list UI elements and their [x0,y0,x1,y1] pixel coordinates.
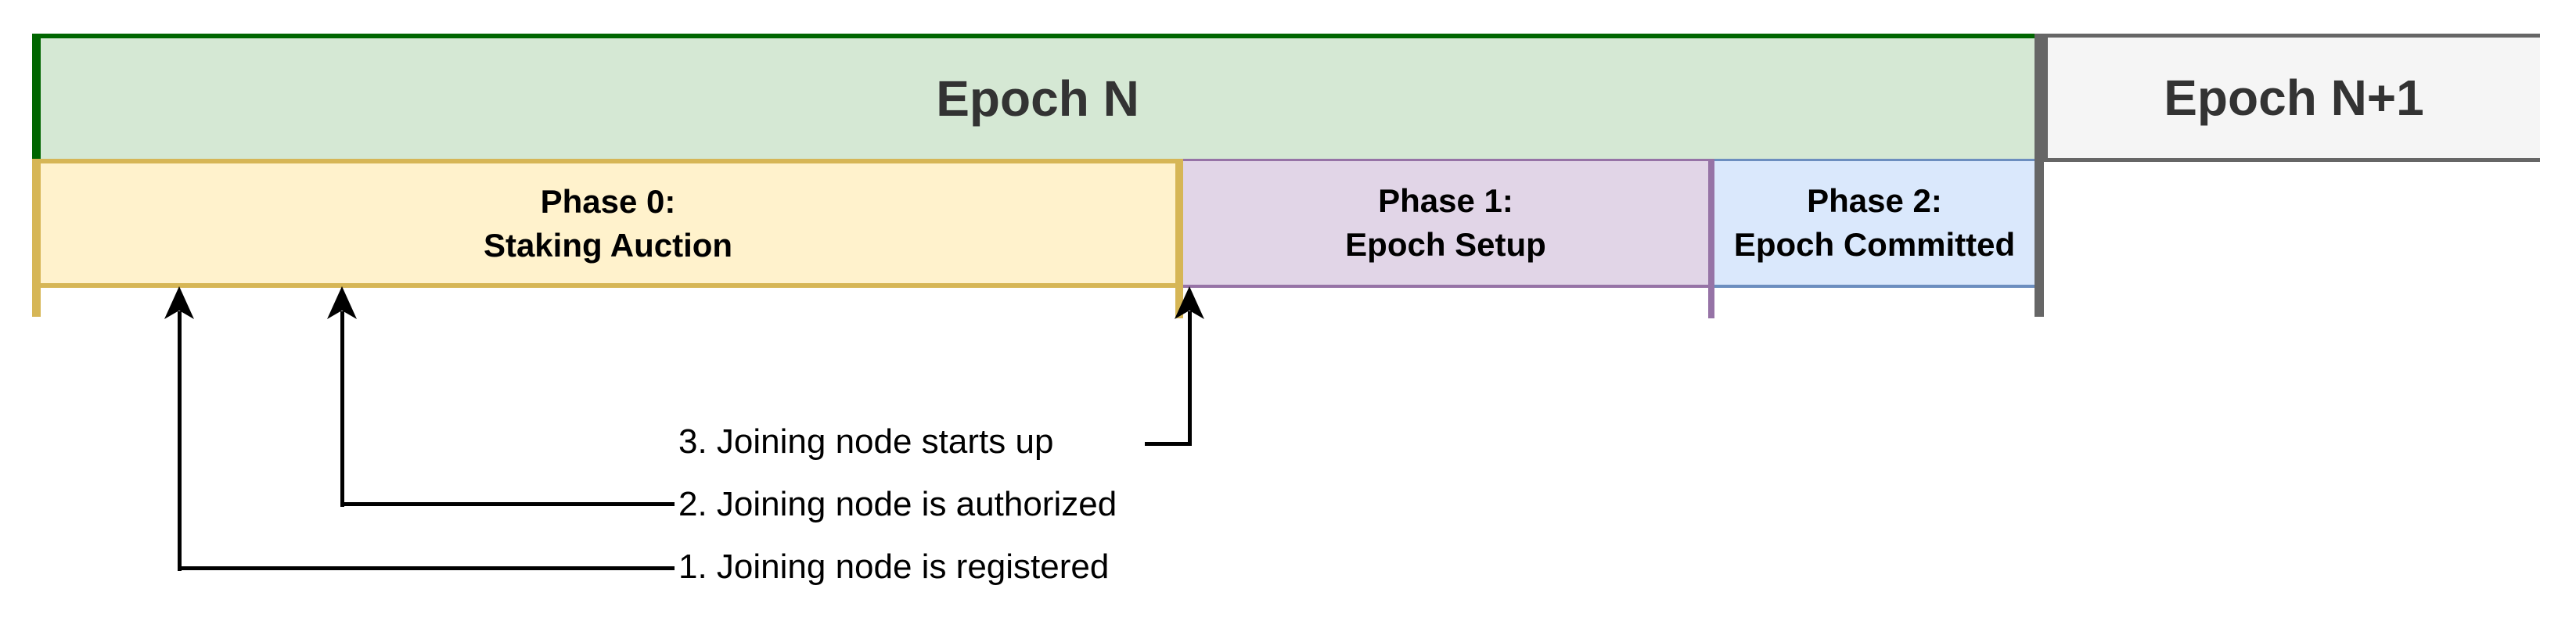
timeline-tick-phase0-end [1175,159,1183,318]
arrow-2-vertical-line [340,311,344,507]
phase-2-label-line2: Epoch Committed [1733,226,2016,263]
phase-1-label-line1: Phase 1: [1378,182,1513,219]
annotation-label-2: 2. Joining node is authorized [678,485,1117,523]
timeline-tick-epoch-start [32,159,41,317]
arrow-up-icon [164,286,194,319]
epoch-boundary-divider [2035,34,2044,317]
epoch-n-label: Epoch N [936,70,1139,127]
arrow-1-horizontal-line [178,566,675,570]
phase-2-bar: Phase 2: Epoch Committed [1714,159,2035,288]
phase-0-bar: Phase 0: Staking Auction [41,159,1175,288]
arrow-2-horizontal-line [340,502,675,506]
epoch-n-bar: Epoch N [32,34,2035,159]
timeline-tick-phase1-end [1708,159,1714,318]
annotation-label-1: 1. Joining node is registered [678,548,1110,586]
epoch-n-plus-1-label: Epoch N+1 [2164,70,2424,126]
phase-1-label-line2: Epoch Setup [1345,226,1546,263]
phase-2-label-line1: Phase 2: [1807,182,1942,219]
phase-0-label-line1: Phase 0: [540,182,676,220]
arrow-3-horizontal-line [1145,442,1192,446]
phase-1-bar: Phase 1: Epoch Setup [1183,159,1708,288]
arrow-up-icon [1175,286,1204,319]
arrow-up-icon [327,286,357,319]
phase-0-label-line2: Staking Auction [483,226,733,264]
annotation-label-3: 3. Joining node starts up [678,422,1054,461]
epoch-n-plus-1-bar: Epoch N+1 [2044,34,2540,162]
arrow-1-vertical-line [178,311,182,571]
arrow-3-vertical-line [1188,311,1192,446]
